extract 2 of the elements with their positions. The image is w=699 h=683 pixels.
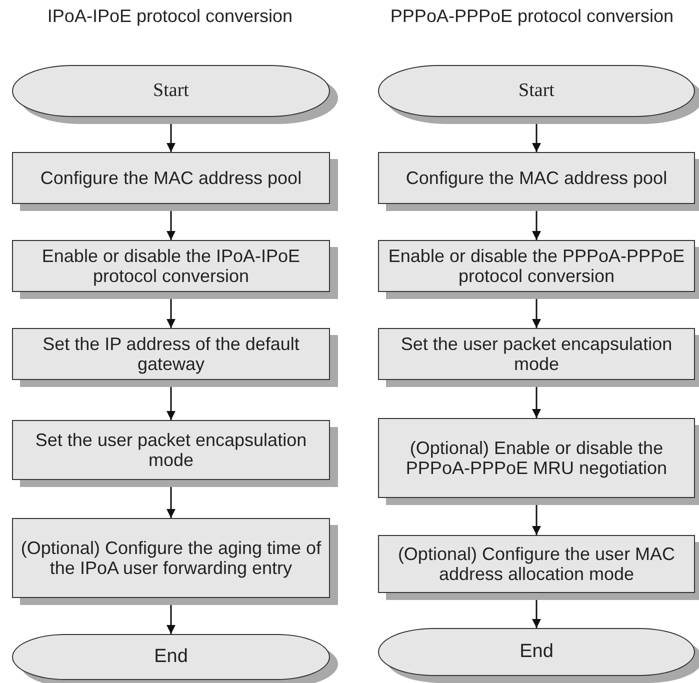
column-heading: PPPoA-PPPoE protocol conversion (389, 6, 675, 27)
column-heading: IPoA-IPoE protocol conversion (46, 6, 294, 27)
